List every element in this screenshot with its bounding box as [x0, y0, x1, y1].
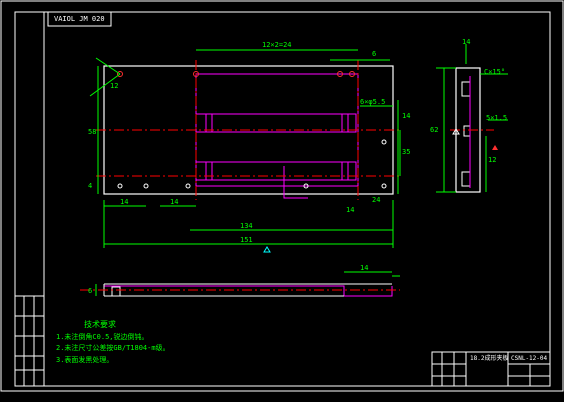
title-block [431, 351, 551, 387]
binding-strip [14, 295, 45, 387]
dim-side-top-note: C×15° [484, 68, 506, 76]
dim-right-mid: 35 [402, 148, 411, 156]
plan-holes [117, 71, 355, 77]
inner-border [14, 11, 551, 387]
plan-dimensions [89, 49, 401, 248]
dim-right-h2: 24 [372, 196, 381, 204]
dim-section-a: 14 [360, 264, 369, 272]
dim-section-b: 6 [88, 287, 93, 295]
datum-triangle-plan [263, 246, 271, 253]
title-drawing-no: CSNL-12-04 [511, 355, 548, 362]
dim-edge-d: 12 [110, 82, 119, 90]
dim-hole-spec: 6×φ5.5 [360, 98, 386, 106]
drawing-top-label: VAIOL JM 020 [54, 15, 105, 23]
plan-holes-white [117, 139, 387, 189]
note-line: 3.表面发黑处理。 [56, 356, 114, 364]
dim-edge-a: 14 [120, 198, 129, 206]
plan-slots [195, 113, 357, 199]
section-view [80, 283, 400, 297]
dim-total-length: 151 [240, 236, 253, 244]
dim-left-height: 58 [88, 128, 97, 136]
notes-title: 技术要求 [84, 320, 116, 329]
outer-border [0, 0, 564, 392]
dim-inner-length: 134 [240, 222, 253, 230]
dim-side-slot: 5×1.5 [486, 114, 508, 122]
dim-top-pitch: 12×2=24 [262, 41, 292, 49]
dim-side-total: 62 [430, 126, 439, 134]
section-dimensions [95, 271, 400, 296]
plan-centerlines [96, 60, 400, 200]
dim-side-w1: 14 [462, 38, 471, 46]
dim-right-h1: 14 [402, 112, 411, 120]
datum-triangle-side [452, 128, 460, 135]
title-part-name: 18.2成形夹板 [470, 355, 509, 362]
note-line: 1.未注倒角C0.5,锐边倒钝。 [56, 333, 149, 341]
dim-side-h: 14 [346, 206, 355, 214]
dim-edge-b: 14 [170, 198, 179, 206]
marker-triangle-red [492, 145, 498, 150]
side-features [461, 81, 471, 187]
top-label-box [47, 11, 112, 27]
note-line: 2.未注尺寸公差按GB/T1804-m级。 [56, 344, 170, 352]
dim-edge-c: 4 [88, 182, 93, 190]
dim-right-small: 6 [372, 50, 377, 58]
dim-side-w2: 12 [488, 156, 497, 164]
side-dimensions [436, 44, 508, 193]
